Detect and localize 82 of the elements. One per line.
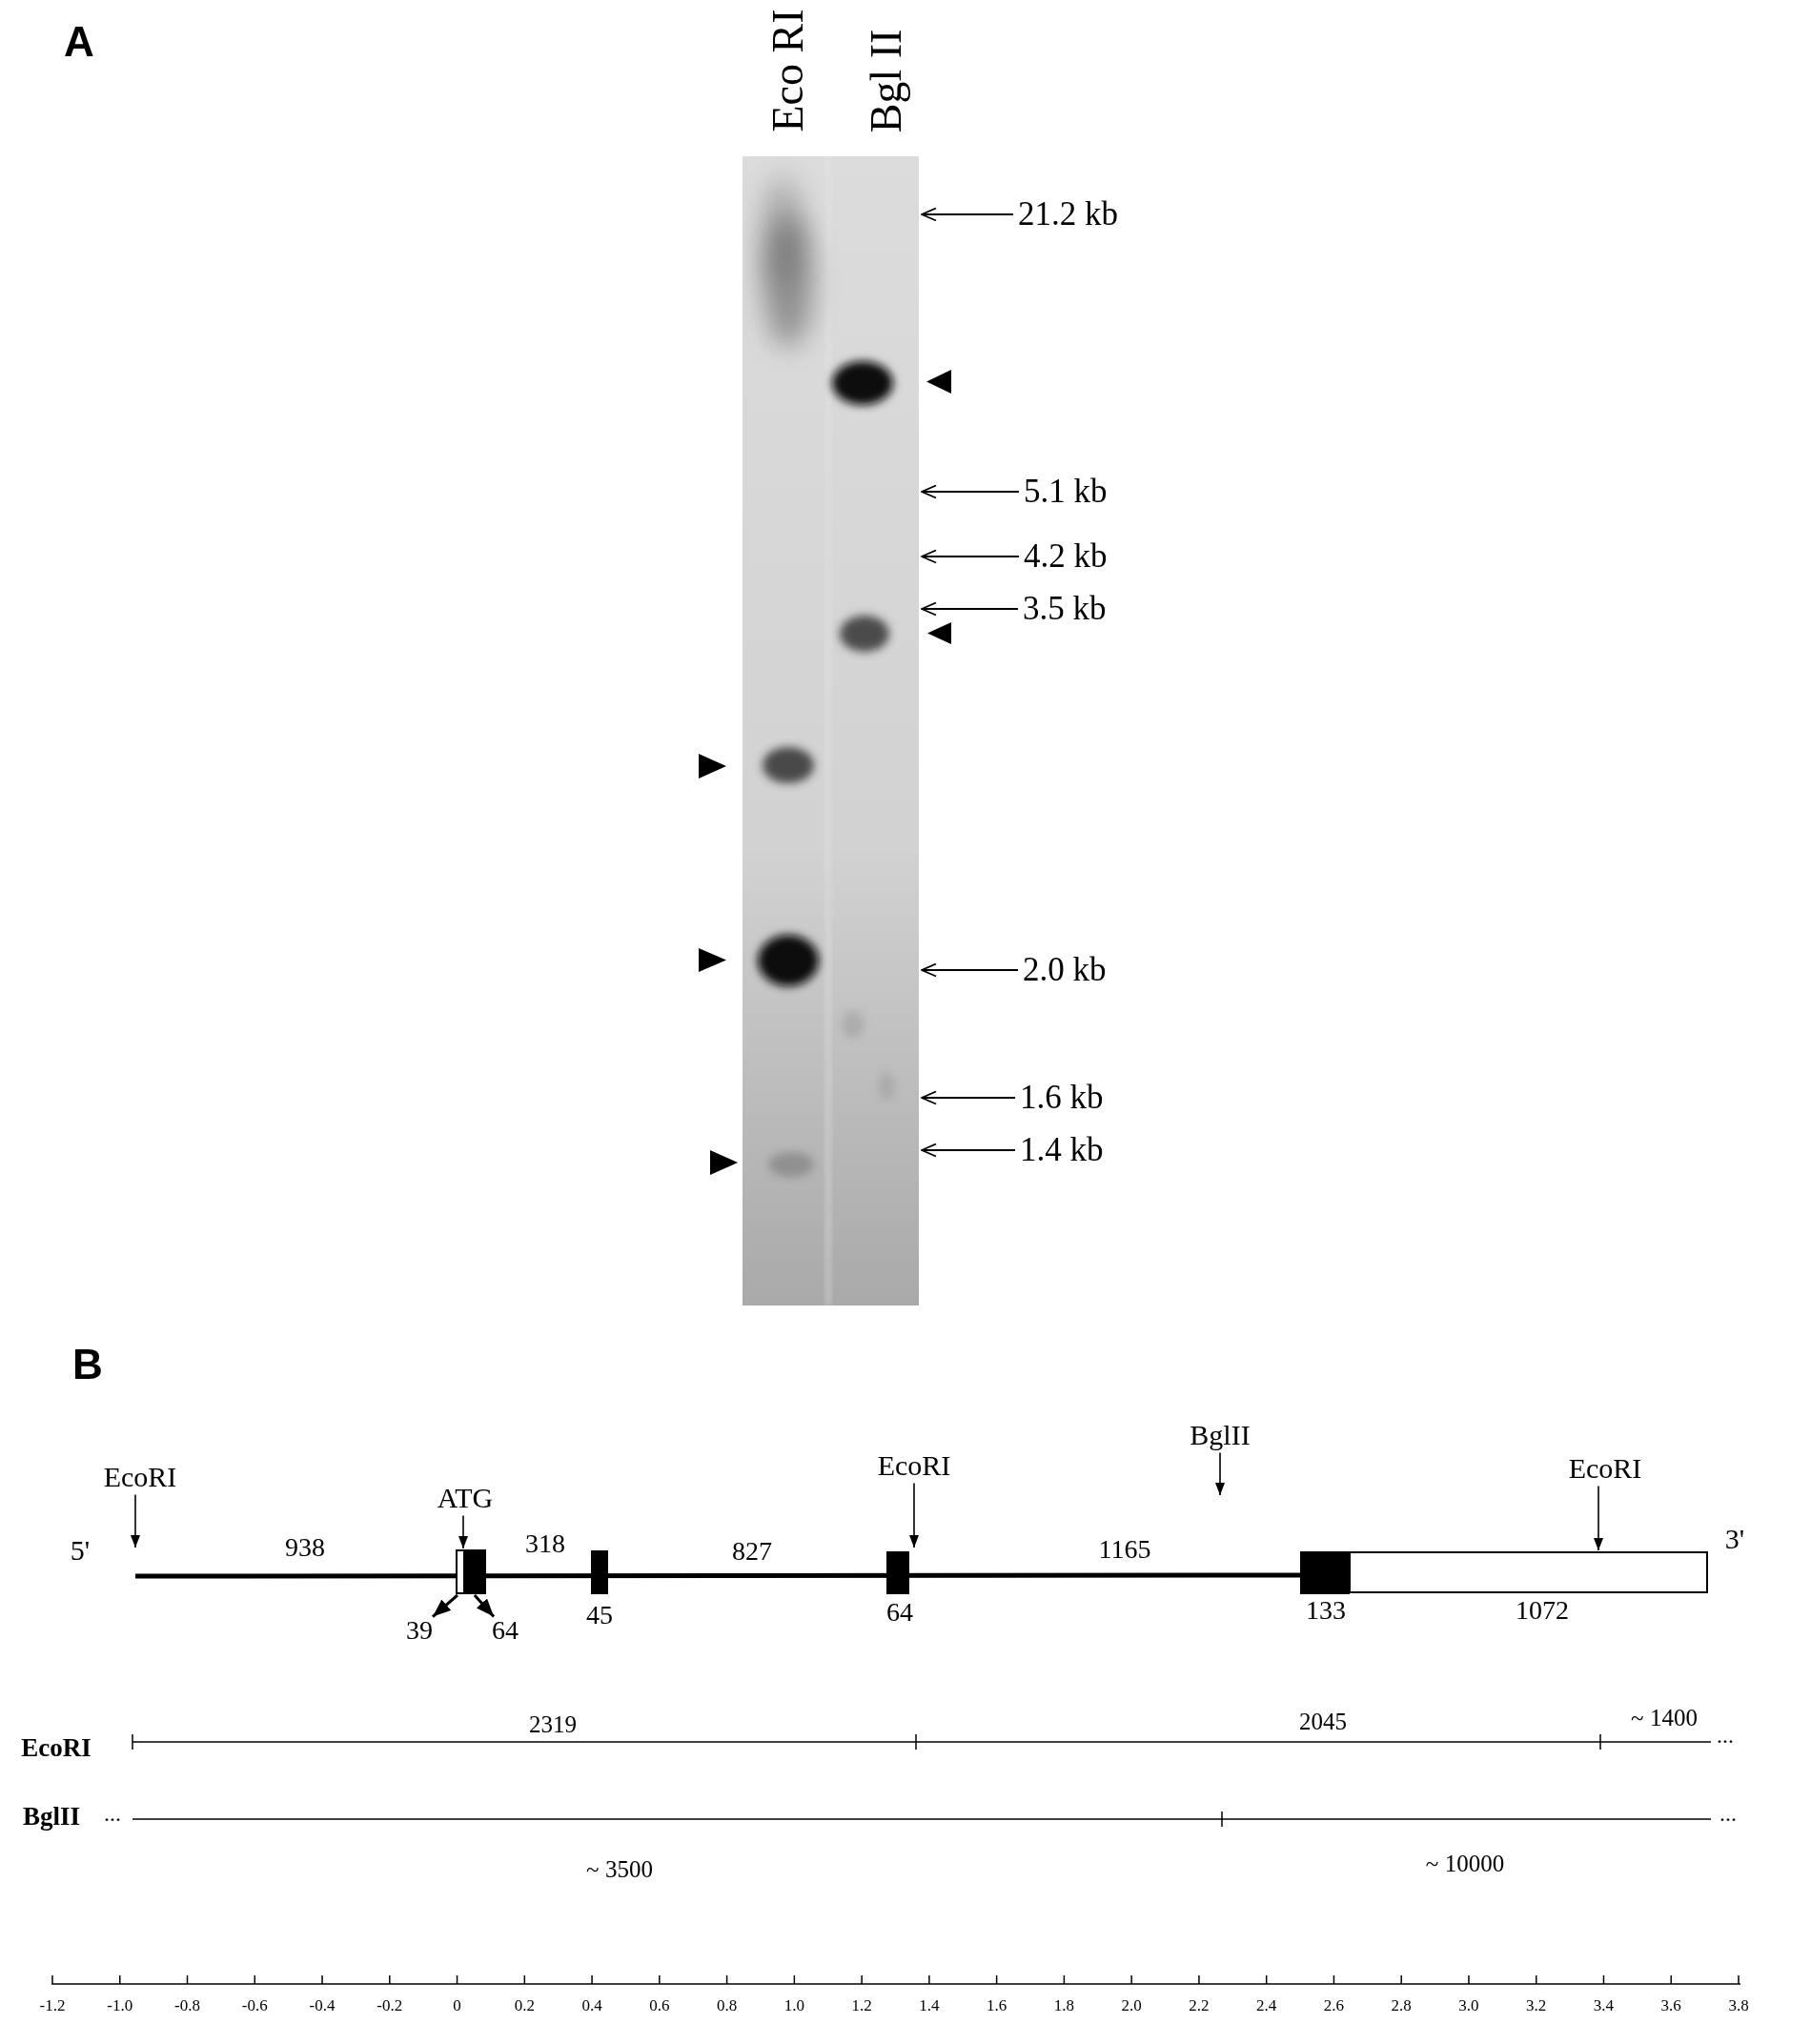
- size-marker-label: 3.5 kb: [1023, 590, 1107, 628]
- coding-exon-segment: [465, 1549, 486, 1594]
- strand-end-label: 3': [1724, 1522, 1745, 1554]
- axis-tick-label: 1.2: [851, 1996, 872, 2015]
- size-marker-label: 1.6 kb: [1020, 1079, 1104, 1117]
- arrow: [921, 1090, 1016, 1105]
- axis-tick-label: 2.6: [1323, 1996, 1345, 2015]
- fragment-size-label: ~ 1400: [1631, 1705, 1698, 1731]
- restriction-site-label: EcoRI: [1568, 1451, 1642, 1484]
- gel-strip-drawing: [743, 156, 919, 1305]
- axis-tick-label: 3.2: [1526, 1996, 1547, 2015]
- fragment-size-label: 2045: [1299, 1709, 1347, 1735]
- axis-tick-label: 2.0: [1121, 1996, 1142, 2015]
- axis-tick-label: 0.2: [514, 1996, 535, 2015]
- arrow: [921, 962, 1019, 978]
- arrow: [921, 601, 1019, 617]
- segment-length-label: 1072: [1516, 1595, 1569, 1626]
- arrow: [1215, 1451, 1225, 1496]
- restriction-site-label: EcoRI: [103, 1460, 177, 1492]
- size-marker-label: 5.1 kb: [1024, 473, 1108, 511]
- arrow: [909, 1482, 919, 1548]
- segment-length-label: 938: [285, 1532, 325, 1563]
- axis-tick-label: 0.8: [716, 1996, 738, 2015]
- exon-length-label: 133: [1306, 1595, 1346, 1626]
- lane-label: Bgl II: [862, 29, 911, 133]
- arrow: [921, 207, 1014, 222]
- leader-arrow: [473, 1594, 496, 1618]
- enzyme-row-label: EcoRI: [21, 1734, 92, 1763]
- exon-length-label: 45: [586, 1600, 613, 1630]
- axis-tick-label: 1.0: [783, 1996, 804, 2015]
- axis-tick-label: -0.2: [376, 1996, 403, 2015]
- segment-length-label: 827: [732, 1536, 772, 1567]
- axis-tick-label: 0.4: [581, 1996, 602, 2015]
- lane-label: Eco RI: [763, 9, 813, 132]
- continuation-dots: ...: [104, 1800, 121, 1827]
- axis-tick-label: 3.8: [1728, 1996, 1749, 2015]
- start-codon-label: ATG: [437, 1481, 494, 1513]
- axis-tick-label: -0.6: [241, 1996, 268, 2015]
- axis-tick-label: 1.6: [987, 1996, 1007, 2015]
- axis-tick-label: -0.8: [174, 1996, 200, 2015]
- segment-length-label: 1165: [1098, 1534, 1151, 1565]
- restriction-site-label: EcoRI: [877, 1448, 951, 1481]
- continuation-dots: ...: [1719, 1800, 1737, 1827]
- arrow: [1594, 1485, 1603, 1551]
- exon-length-label: 64: [886, 1597, 913, 1628]
- fragment-size-label: ~ 10000: [1425, 1851, 1505, 1877]
- panel-letter: B: [72, 1341, 103, 1388]
- axis-tick-label: 0: [453, 1996, 461, 2015]
- fragment-size-label: 2319: [529, 1711, 577, 1738]
- axis-tick-label: -1.2: [39, 1996, 66, 2015]
- size-marker-label: 1.4 kb: [1020, 1131, 1104, 1169]
- axis-tick-label: 0.6: [649, 1996, 670, 2015]
- utr-exon-segment: [456, 1549, 465, 1594]
- axis-tick-label: -0.4: [309, 1996, 336, 2015]
- untranslated-region-block: [1349, 1551, 1708, 1593]
- axis-tick-label: 3.0: [1458, 1996, 1479, 2015]
- segment-length-label: 318: [525, 1528, 565, 1559]
- axis-tick-label: 1.8: [1053, 1996, 1074, 2015]
- arrow: [921, 484, 1020, 499]
- strand-end-label: 5': [70, 1533, 91, 1566]
- enzyme-row-label: BglII: [23, 1803, 80, 1832]
- panel-letter: A: [64, 18, 94, 66]
- exon-length-label: 39: [406, 1615, 433, 1646]
- leader-arrow: [432, 1593, 458, 1618]
- axis-tick-label: 3.6: [1660, 1996, 1681, 2015]
- fragment-size-label: ~ 3500: [586, 1856, 653, 1883]
- axis-tick-label: 2.2: [1189, 1996, 1210, 2015]
- continuation-dots: ...: [1717, 1722, 1734, 1749]
- axis-tick-label: 2.4: [1256, 1996, 1277, 2015]
- axis-tick-label: 3.4: [1593, 1996, 1615, 2015]
- axis-tick-label: -1.0: [107, 1996, 133, 2015]
- size-marker-label: 4.2 kb: [1024, 537, 1108, 576]
- arrow: [921, 549, 1020, 564]
- arrow: [458, 1514, 468, 1549]
- axis-tick-label: 1.4: [919, 1996, 940, 2015]
- axis-tick-label: 2.8: [1391, 1996, 1412, 2015]
- restriction-site-label: BglII: [1190, 1418, 1251, 1450]
- exon-length-label: 64: [492, 1615, 519, 1646]
- size-marker-label: 21.2 kb: [1018, 195, 1118, 233]
- arrow: [921, 1143, 1016, 1158]
- arrow: [131, 1493, 140, 1548]
- size-marker-label: 2.0 kb: [1023, 951, 1107, 989]
